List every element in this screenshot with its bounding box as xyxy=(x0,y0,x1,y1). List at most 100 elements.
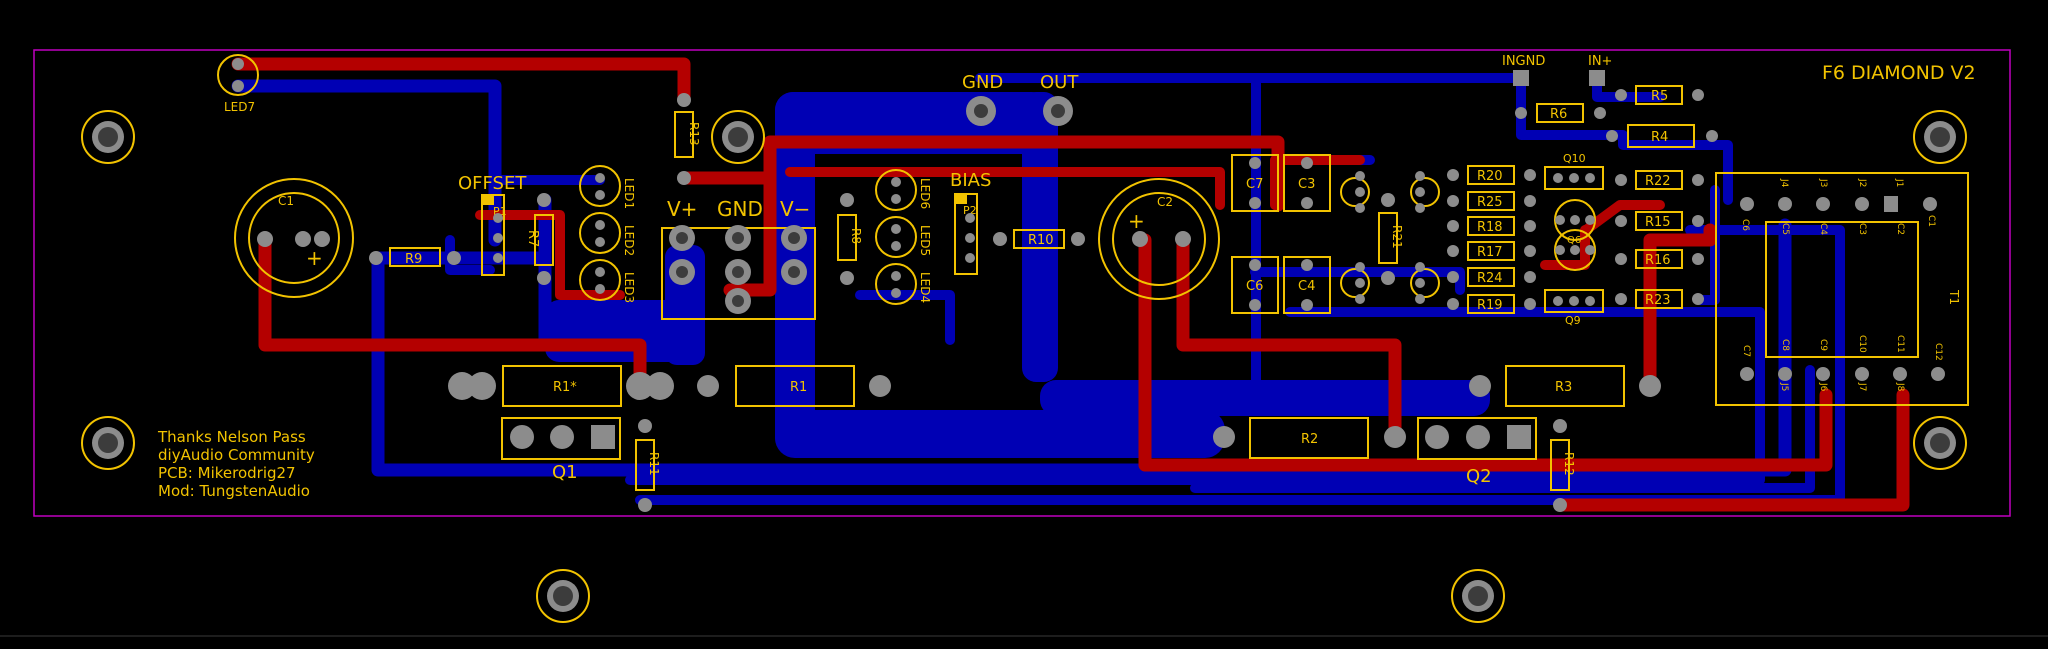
r11-label: R11 xyxy=(647,452,661,476)
resistor-r9: R9 xyxy=(369,247,461,267)
led4-label: LED4 xyxy=(918,272,932,303)
credit-line: PCB: Mikerodrig27 xyxy=(158,464,296,482)
mounting-hole xyxy=(1913,416,1967,470)
r13-label: R13 xyxy=(687,122,701,146)
transistor-q9: Q9 xyxy=(1544,289,1604,327)
board-outline xyxy=(33,49,2011,517)
mounting-hole xyxy=(1451,569,1505,623)
r20-label: R20 xyxy=(1477,169,1503,184)
bias-label: BIAS xyxy=(950,170,991,191)
board-title: F6 DIAMOND V2 xyxy=(1822,62,1976,84)
svg-text:+: + xyxy=(306,246,323,270)
c7-label: C7 xyxy=(1246,177,1263,192)
ingnd-label: INGND xyxy=(1502,54,1545,69)
r2-label: R2 xyxy=(1301,432,1318,447)
r21-label: R21 xyxy=(1390,225,1404,249)
c6-label: C6 xyxy=(1246,279,1263,294)
resistor-r13: R13 xyxy=(674,93,701,185)
r5-label: R5 xyxy=(1651,89,1668,104)
t1-pin-label: J2 xyxy=(1857,178,1867,187)
r24-label: R24 xyxy=(1477,271,1503,286)
power-connector: V+ GND V− xyxy=(661,197,816,320)
mounting-holes xyxy=(81,110,1967,623)
r16-label: R16 xyxy=(1645,253,1671,268)
vplus-label: V+ xyxy=(667,197,697,221)
credits: Thanks Nelson Pass diyAudio Community PC… xyxy=(157,428,315,500)
r3-label: R3 xyxy=(1555,380,1572,395)
r9-label: R9 xyxy=(405,252,422,267)
resistor-r3: R3 xyxy=(1469,365,1661,407)
r1s-label: R1* xyxy=(553,380,577,395)
resistor-r21: R21 xyxy=(1378,193,1404,285)
t1-pin-label: C12 xyxy=(1933,343,1943,361)
offset-label: OFFSET xyxy=(458,173,527,194)
t1-pin-label: C9 xyxy=(1818,339,1828,351)
input-connector: INGND IN+ xyxy=(1502,54,1612,86)
mounting-hole xyxy=(81,416,135,470)
t1-pin-label: C6 xyxy=(1740,219,1750,231)
transistor-q1: Q1 xyxy=(501,417,621,483)
r25-label: R25 xyxy=(1477,195,1503,210)
r4-label: R4 xyxy=(1651,130,1668,145)
q10-label: Q10 xyxy=(1563,152,1586,165)
q6-label: Q6 xyxy=(1567,235,1581,246)
p2-label: P2 xyxy=(963,204,977,217)
resistor-column: R20 R25 R18 R17 R24 R19 xyxy=(1447,165,1536,314)
c2-label: C2 xyxy=(1157,195,1173,209)
offset-trimmer-p1[interactable]: OFFSET P1 xyxy=(458,173,527,276)
t1-pin-label: J7 xyxy=(1857,382,1867,391)
resistor-r12: R12 xyxy=(1550,419,1576,512)
r15-label: R15 xyxy=(1645,215,1671,230)
capacitor-c1: + C1 xyxy=(234,178,354,298)
t1-pin-label: C1 xyxy=(1926,215,1936,227)
r18-label: R18 xyxy=(1477,220,1503,235)
t1-pin-label: C8 xyxy=(1780,339,1790,351)
t1-pin-label: C4 xyxy=(1818,223,1828,235)
resistor-group-right: R6 R5 R4 R22 R15 R16 R23 xyxy=(1515,85,1718,309)
led5-label: LED5 xyxy=(918,225,932,256)
led7-label: LED7 xyxy=(224,100,255,114)
led6-label: LED6 xyxy=(918,178,932,209)
svg-text:+: + xyxy=(1128,209,1145,233)
t1-pin-label: J1 xyxy=(1894,178,1904,187)
r22-label: R22 xyxy=(1645,174,1671,189)
bias-trimmer-p2[interactable]: BIAS P2 xyxy=(950,170,991,275)
t1-pin-label: C2 xyxy=(1895,223,1905,235)
led-stack-left: LED1 LED2 LED3 xyxy=(579,165,636,303)
r8-label: R8 xyxy=(849,228,863,244)
transistor-q2: Q2 xyxy=(1417,417,1537,487)
r19-label: R19 xyxy=(1477,298,1503,313)
led-stack-right: LED6 LED5 LED4 xyxy=(875,169,932,305)
inplus-label: IN+ xyxy=(1588,54,1612,69)
t1-pin-label: C10 xyxy=(1857,335,1867,353)
transistor-q6: Q6 xyxy=(1554,199,1596,271)
led2-label: LED2 xyxy=(622,225,636,256)
t1-pin-label: J8 xyxy=(1895,382,1905,392)
r6-label: R6 xyxy=(1550,107,1567,122)
resistor-r7: R7 xyxy=(525,193,554,285)
q1-label: Q1 xyxy=(552,462,578,483)
mounting-hole xyxy=(81,110,135,164)
r7-label: R7 xyxy=(525,230,540,247)
bottom-copper-layer xyxy=(231,73,1845,505)
output-connector: GND OUT xyxy=(962,72,1079,126)
t1-pin-label: J3 xyxy=(1818,178,1828,187)
c1-label: C1 xyxy=(278,194,294,208)
resistor-r11: R11 xyxy=(635,419,661,512)
led1-label: LED1 xyxy=(622,178,636,209)
gnd-label: GND xyxy=(717,197,763,221)
vminus-label: V− xyxy=(780,197,810,221)
credit-line: diyAudio Community xyxy=(158,446,315,464)
r23-label: R23 xyxy=(1645,293,1671,308)
mounting-hole xyxy=(536,569,590,623)
transistor-q10: Q10 xyxy=(1544,152,1604,190)
capacitor-c2: + C2 xyxy=(1098,178,1220,300)
resistor-r1: R1 xyxy=(697,365,891,407)
top-copper-layer xyxy=(231,57,1910,512)
r1-label: R1 xyxy=(790,380,807,395)
t1-label: T1 xyxy=(1947,289,1961,305)
small-transistors xyxy=(1340,171,1440,304)
mounting-hole xyxy=(1913,110,1967,164)
out-gnd-label: GND xyxy=(962,72,1003,93)
